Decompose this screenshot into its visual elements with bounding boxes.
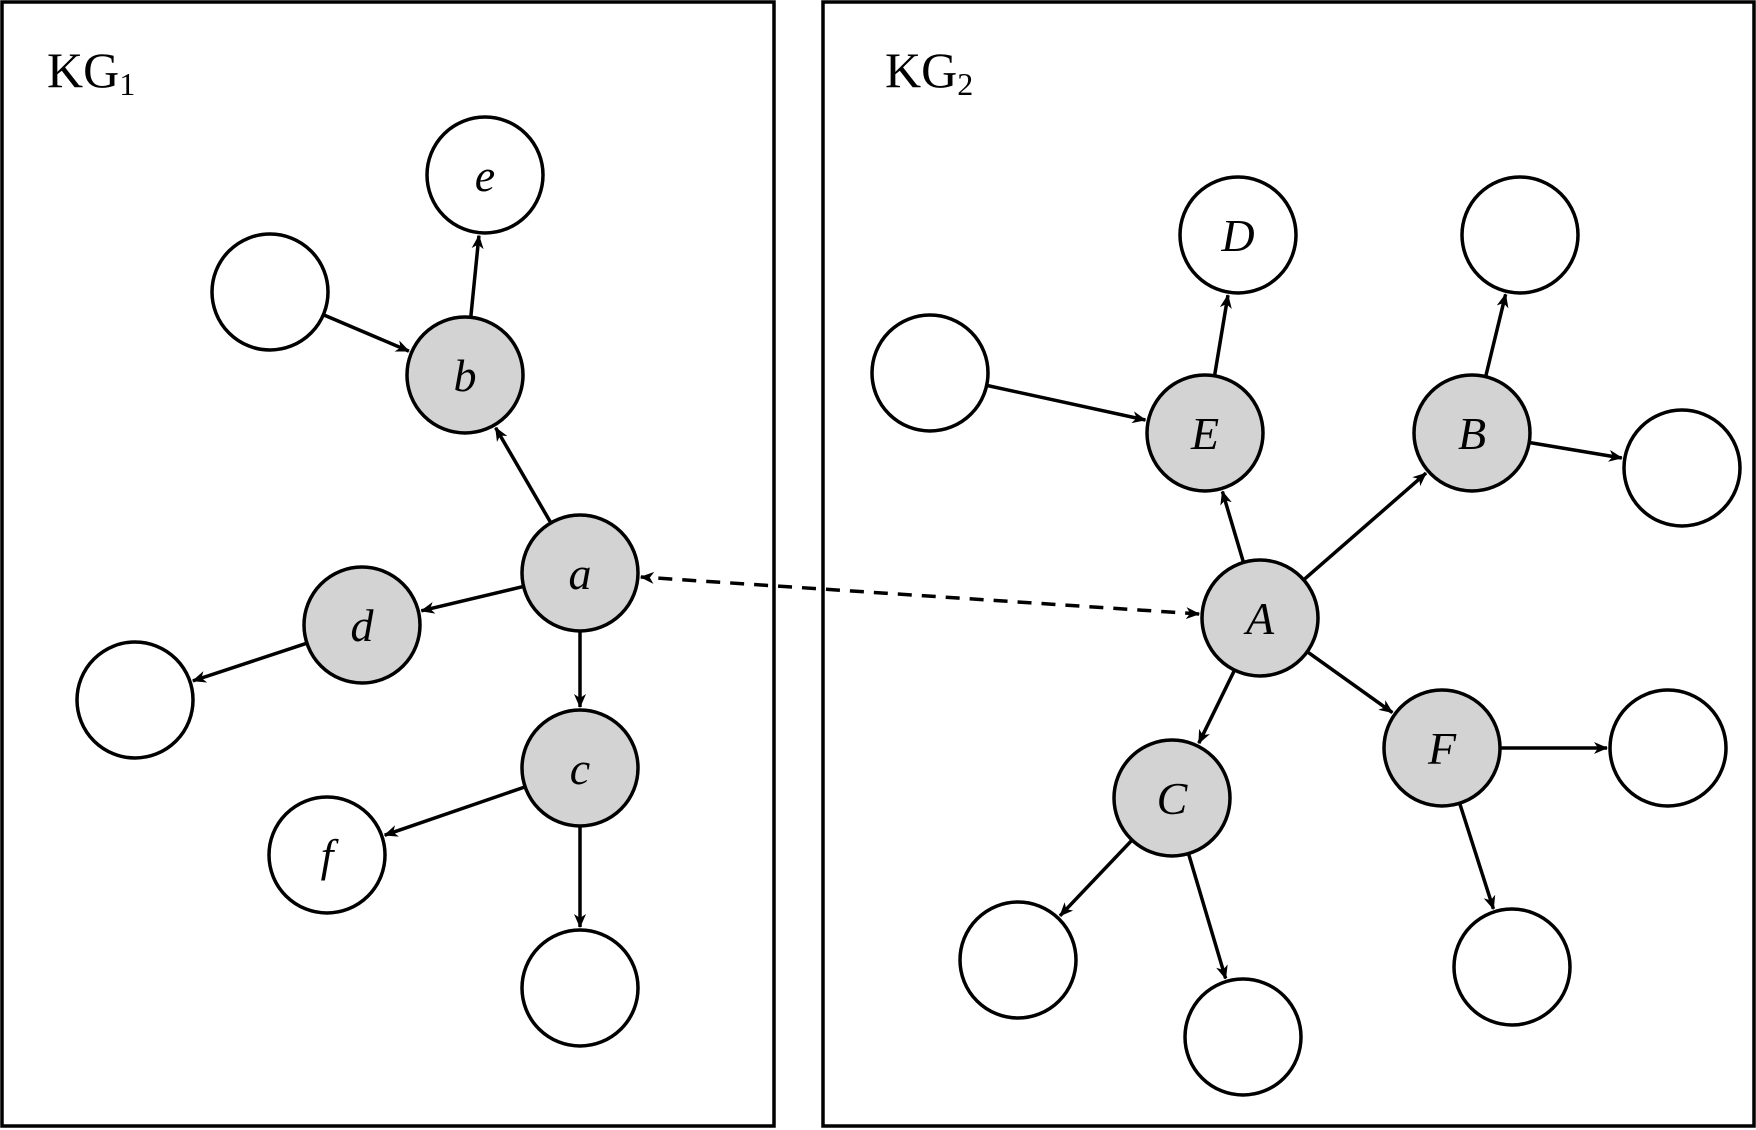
node-circle-u2 [75, 640, 195, 760]
kg1-title-text: KG [47, 42, 119, 98]
edge-a-b [494, 426, 553, 524]
node-d: d [302, 565, 422, 685]
node-F: F [1382, 688, 1502, 808]
kg1-title-subscript: 1 [119, 66, 135, 102]
edge-a-d [420, 584, 524, 614]
node-circle-u1 [210, 232, 330, 352]
node-circle-U10 [1452, 907, 1572, 1027]
node-E: E [1145, 373, 1265, 493]
node-u1 [210, 232, 330, 352]
edge-A-E [1220, 490, 1246, 563]
node-U6 [1622, 408, 1742, 528]
kg2-title-subscript: 2 [957, 66, 973, 102]
node-layer: e b a d c f D E B A F C [75, 115, 1742, 1097]
node-f: f [267, 795, 387, 915]
node-circle-e [425, 115, 545, 235]
node-circle-A [1200, 558, 1320, 678]
edge-C-U9 [1186, 853, 1228, 980]
node-circle-b [405, 315, 525, 435]
kg2-title-text: KG [885, 42, 957, 98]
node-U10 [1452, 907, 1572, 1027]
alignment-edge-A-a [639, 571, 1201, 620]
edge-E-D [1212, 294, 1232, 377]
node-U4 [870, 313, 990, 433]
node-D: D [1178, 175, 1298, 295]
node-label-b: b [454, 350, 477, 401]
edge-A-B [1302, 471, 1428, 582]
node-A: A [1200, 558, 1320, 678]
node-U8 [958, 900, 1078, 1020]
node-label-A: A [1243, 593, 1275, 644]
node-a: a [520, 513, 640, 633]
node-C: C [1112, 738, 1232, 858]
node-circle-U7 [1608, 688, 1728, 808]
node-circle-U4 [870, 313, 990, 433]
node-u2 [75, 640, 195, 760]
edge-d-u2 [191, 641, 308, 683]
node-circle-U6 [1622, 408, 1742, 528]
node-circle-U5 [1460, 175, 1580, 295]
node-circle-f [267, 795, 387, 915]
edge-B-U5 [1483, 293, 1509, 378]
node-U9 [1183, 977, 1303, 1097]
node-label-C: C [1157, 773, 1189, 824]
node-label-B: B [1458, 408, 1486, 459]
node-circle-a [520, 513, 640, 633]
edge-b-e [469, 234, 484, 318]
node-U7 [1608, 688, 1728, 808]
node-label-E: E [1190, 408, 1219, 459]
node-circle-C [1112, 738, 1232, 858]
node-circle-d [302, 565, 422, 685]
node-circle-U8 [958, 900, 1078, 1020]
edge-B-U6 [1528, 440, 1623, 462]
node-label-F: F [1427, 723, 1457, 774]
node-B: B [1412, 373, 1532, 493]
node-label-D: D [1220, 210, 1254, 261]
node-circle-D [1178, 175, 1298, 295]
node-u3 [520, 928, 640, 1048]
edge-u1-b [322, 313, 410, 353]
node-label-d: d [351, 600, 375, 651]
kg1-title: KG1 [47, 42, 135, 102]
kg2-title: KG2 [885, 42, 973, 102]
edge-C-U8 [1058, 838, 1134, 917]
node-circle-U9 [1183, 977, 1303, 1097]
node-label-a: a [569, 548, 592, 599]
edge-c-f [383, 785, 526, 837]
node-b: b [405, 315, 525, 435]
node-U5 [1460, 175, 1580, 295]
edge-A-C [1197, 669, 1237, 745]
kg1-panel [0, 0, 776, 1128]
node-circle-B [1412, 373, 1532, 493]
node-circle-F [1382, 688, 1502, 808]
edge-F-U10 [1457, 802, 1496, 910]
node-label-c: c [570, 743, 590, 794]
node-circle-E [1145, 373, 1265, 493]
edge-U4-E [986, 383, 1147, 424]
node-c: c [520, 708, 640, 828]
edge-A-F [1306, 650, 1394, 714]
node-circle-u3 [520, 928, 640, 1048]
edge-layer [191, 234, 1623, 980]
node-circle-c [520, 708, 640, 828]
node-label-e: e [475, 150, 495, 201]
node-e: e [425, 115, 545, 235]
